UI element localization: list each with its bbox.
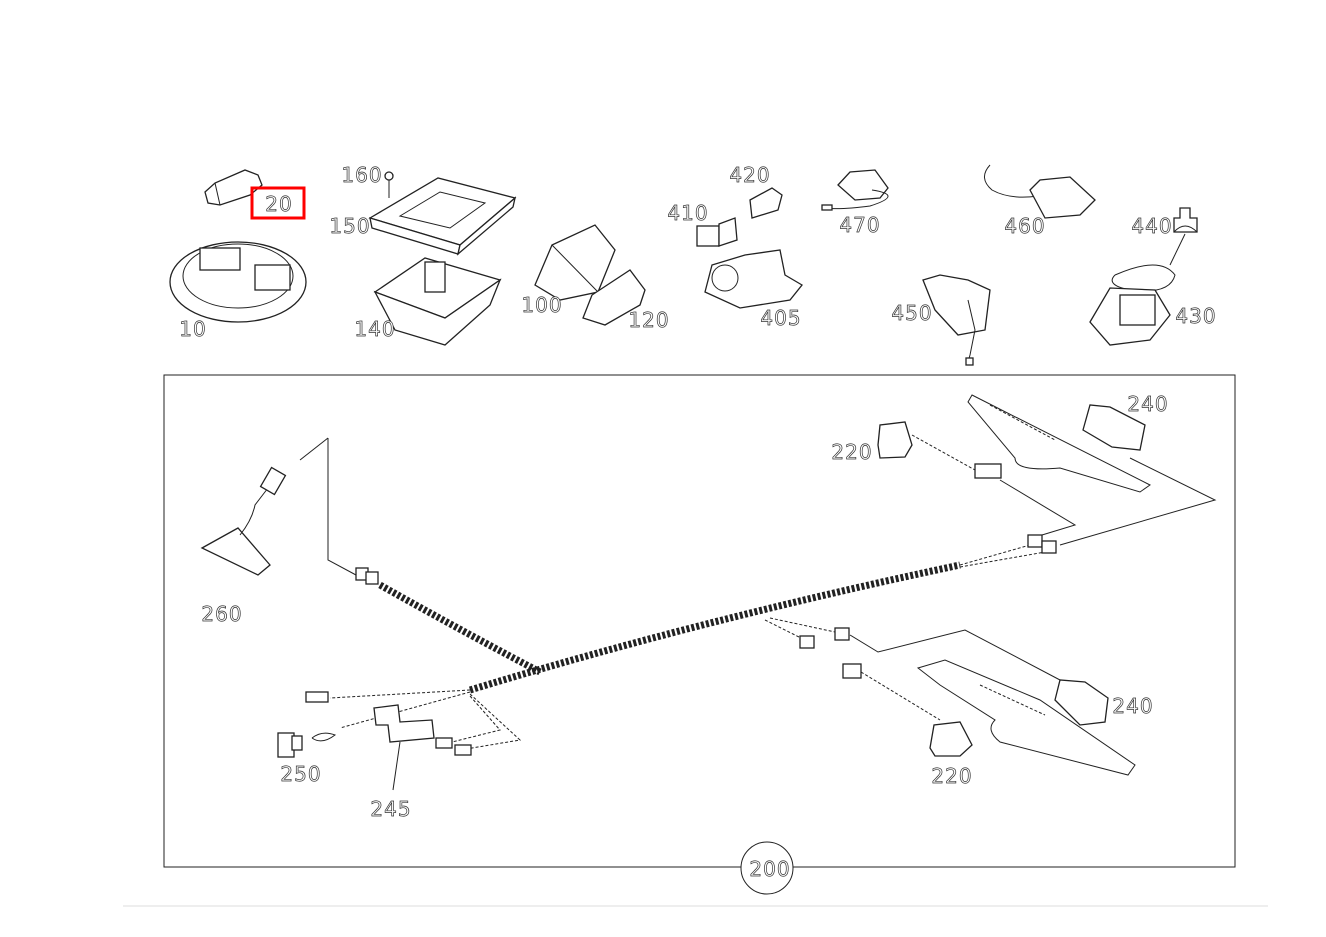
callout-100[interactable]: 100 bbox=[521, 293, 562, 318]
part-100-switch[interactable] bbox=[534, 224, 616, 301]
callout-220-top[interactable]: 220 bbox=[831, 440, 872, 465]
part-245-holder[interactable] bbox=[373, 704, 435, 791]
part-150-frame[interactable] bbox=[368, 177, 517, 256]
part-440-bulb[interactable] bbox=[1169, 207, 1198, 266]
part-450-lamp[interactable] bbox=[922, 274, 991, 366]
part-200-wiring-harness[interactable] bbox=[299, 437, 1217, 756]
callout-160[interactable]: 160 bbox=[341, 163, 382, 188]
part-470-lamp[interactable] bbox=[821, 169, 889, 211]
callout-200[interactable]: 200 bbox=[749, 857, 790, 882]
callout-440[interactable]: 440 bbox=[1131, 214, 1172, 239]
part-240b-holder[interactable] bbox=[916, 659, 1136, 776]
part-120-cover[interactable] bbox=[582, 269, 646, 326]
callout-150[interactable]: 150 bbox=[329, 214, 370, 239]
harness-group-frame bbox=[163, 374, 1236, 868]
callout-200-circle[interactable] bbox=[740, 841, 794, 895]
part-410-socket[interactable] bbox=[696, 217, 738, 247]
callout-405[interactable]: 405 bbox=[760, 306, 801, 331]
callout-140[interactable]: 140 bbox=[354, 317, 395, 342]
callout-240-top[interactable]: 240 bbox=[1127, 392, 1168, 417]
callout-220-bottom[interactable]: 220 bbox=[931, 764, 972, 789]
part-460-lamp[interactable] bbox=[984, 164, 1096, 219]
callout-260[interactable]: 260 bbox=[201, 602, 242, 627]
part-250-clip[interactable] bbox=[277, 732, 303, 758]
part-260-bracket[interactable] bbox=[200, 466, 287, 576]
part-20-bulb[interactable] bbox=[204, 169, 263, 206]
callout-470[interactable]: 470 bbox=[839, 213, 880, 238]
callout-245[interactable]: 245 bbox=[370, 797, 411, 822]
part-10-lamp-housing[interactable] bbox=[169, 241, 307, 323]
callout-20[interactable]: 20 bbox=[265, 192, 292, 217]
callout-120[interactable]: 120 bbox=[628, 308, 669, 333]
part-160-screw[interactable] bbox=[384, 171, 394, 198]
callout-10[interactable]: 10 bbox=[179, 317, 206, 342]
selected-part-highlight bbox=[250, 186, 306, 220]
part-140-housing[interactable] bbox=[373, 257, 502, 346]
part-220b-lamp[interactable] bbox=[842, 663, 973, 757]
part-405-lamp[interactable] bbox=[704, 249, 803, 309]
part-420-bulb[interactable] bbox=[749, 187, 783, 219]
callout-420[interactable]: 420 bbox=[729, 163, 770, 188]
callout-430[interactable]: 430 bbox=[1175, 304, 1216, 329]
callout-460[interactable]: 460 bbox=[1004, 214, 1045, 239]
part-240a-holder[interactable] bbox=[967, 394, 1151, 493]
part-430-lamp[interactable] bbox=[1089, 264, 1176, 346]
part-220a-lamp[interactable] bbox=[877, 421, 1002, 479]
callout-410[interactable]: 410 bbox=[667, 201, 708, 226]
callout-240-bottom[interactable]: 240 bbox=[1112, 694, 1153, 719]
callout-450[interactable]: 450 bbox=[891, 301, 932, 326]
callout-250[interactable]: 250 bbox=[280, 762, 321, 787]
